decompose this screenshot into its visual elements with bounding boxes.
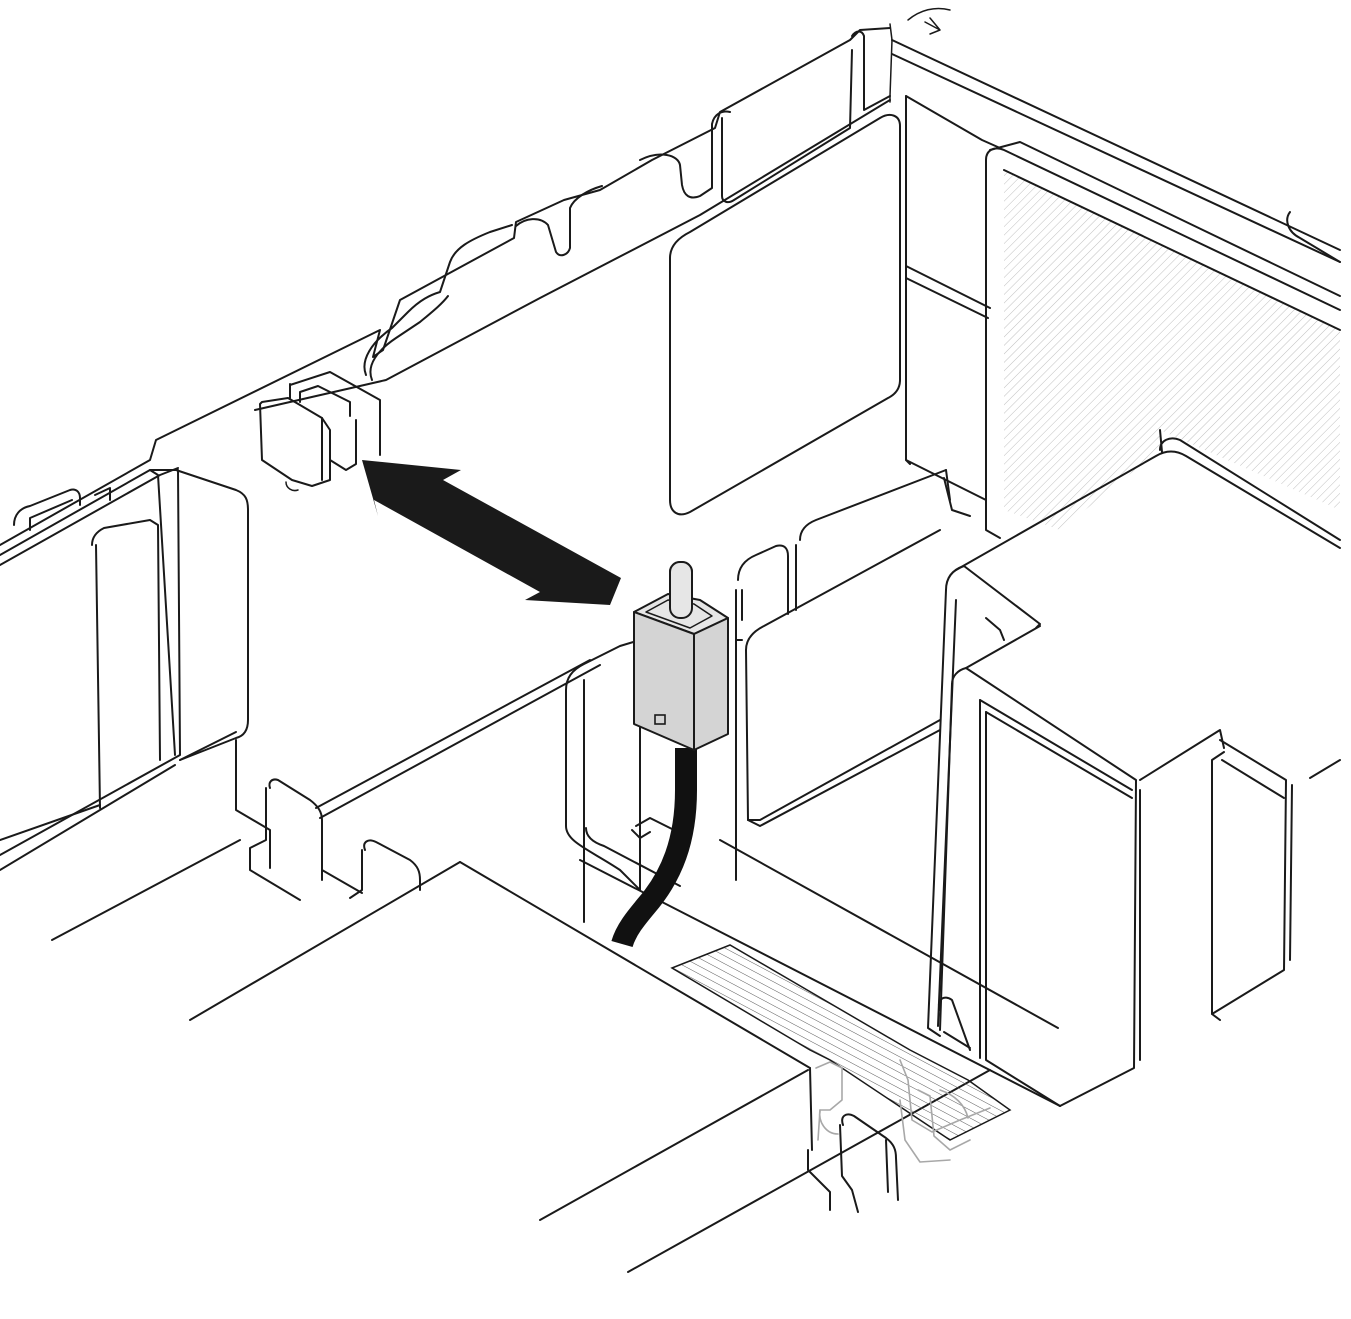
ribbon-cable xyxy=(670,944,1012,1141)
psu-hatched-block xyxy=(985,141,1341,541)
double-headed-arrow-icon xyxy=(362,460,621,605)
left-fan-cage-wall xyxy=(0,469,271,871)
faint-connector-parts xyxy=(815,1059,991,1163)
intrusion-switch-icon xyxy=(633,561,729,751)
center-floor xyxy=(51,659,991,1273)
switch-bracket-slot xyxy=(259,371,381,492)
right-tall-panel xyxy=(891,39,1341,501)
right-drive-blocks xyxy=(927,450,1341,1107)
air-baffle-back-wall xyxy=(0,7,951,566)
bottom-clip xyxy=(839,1113,899,1213)
center-fan-modules xyxy=(565,469,1061,1107)
switch-cable xyxy=(611,748,697,948)
